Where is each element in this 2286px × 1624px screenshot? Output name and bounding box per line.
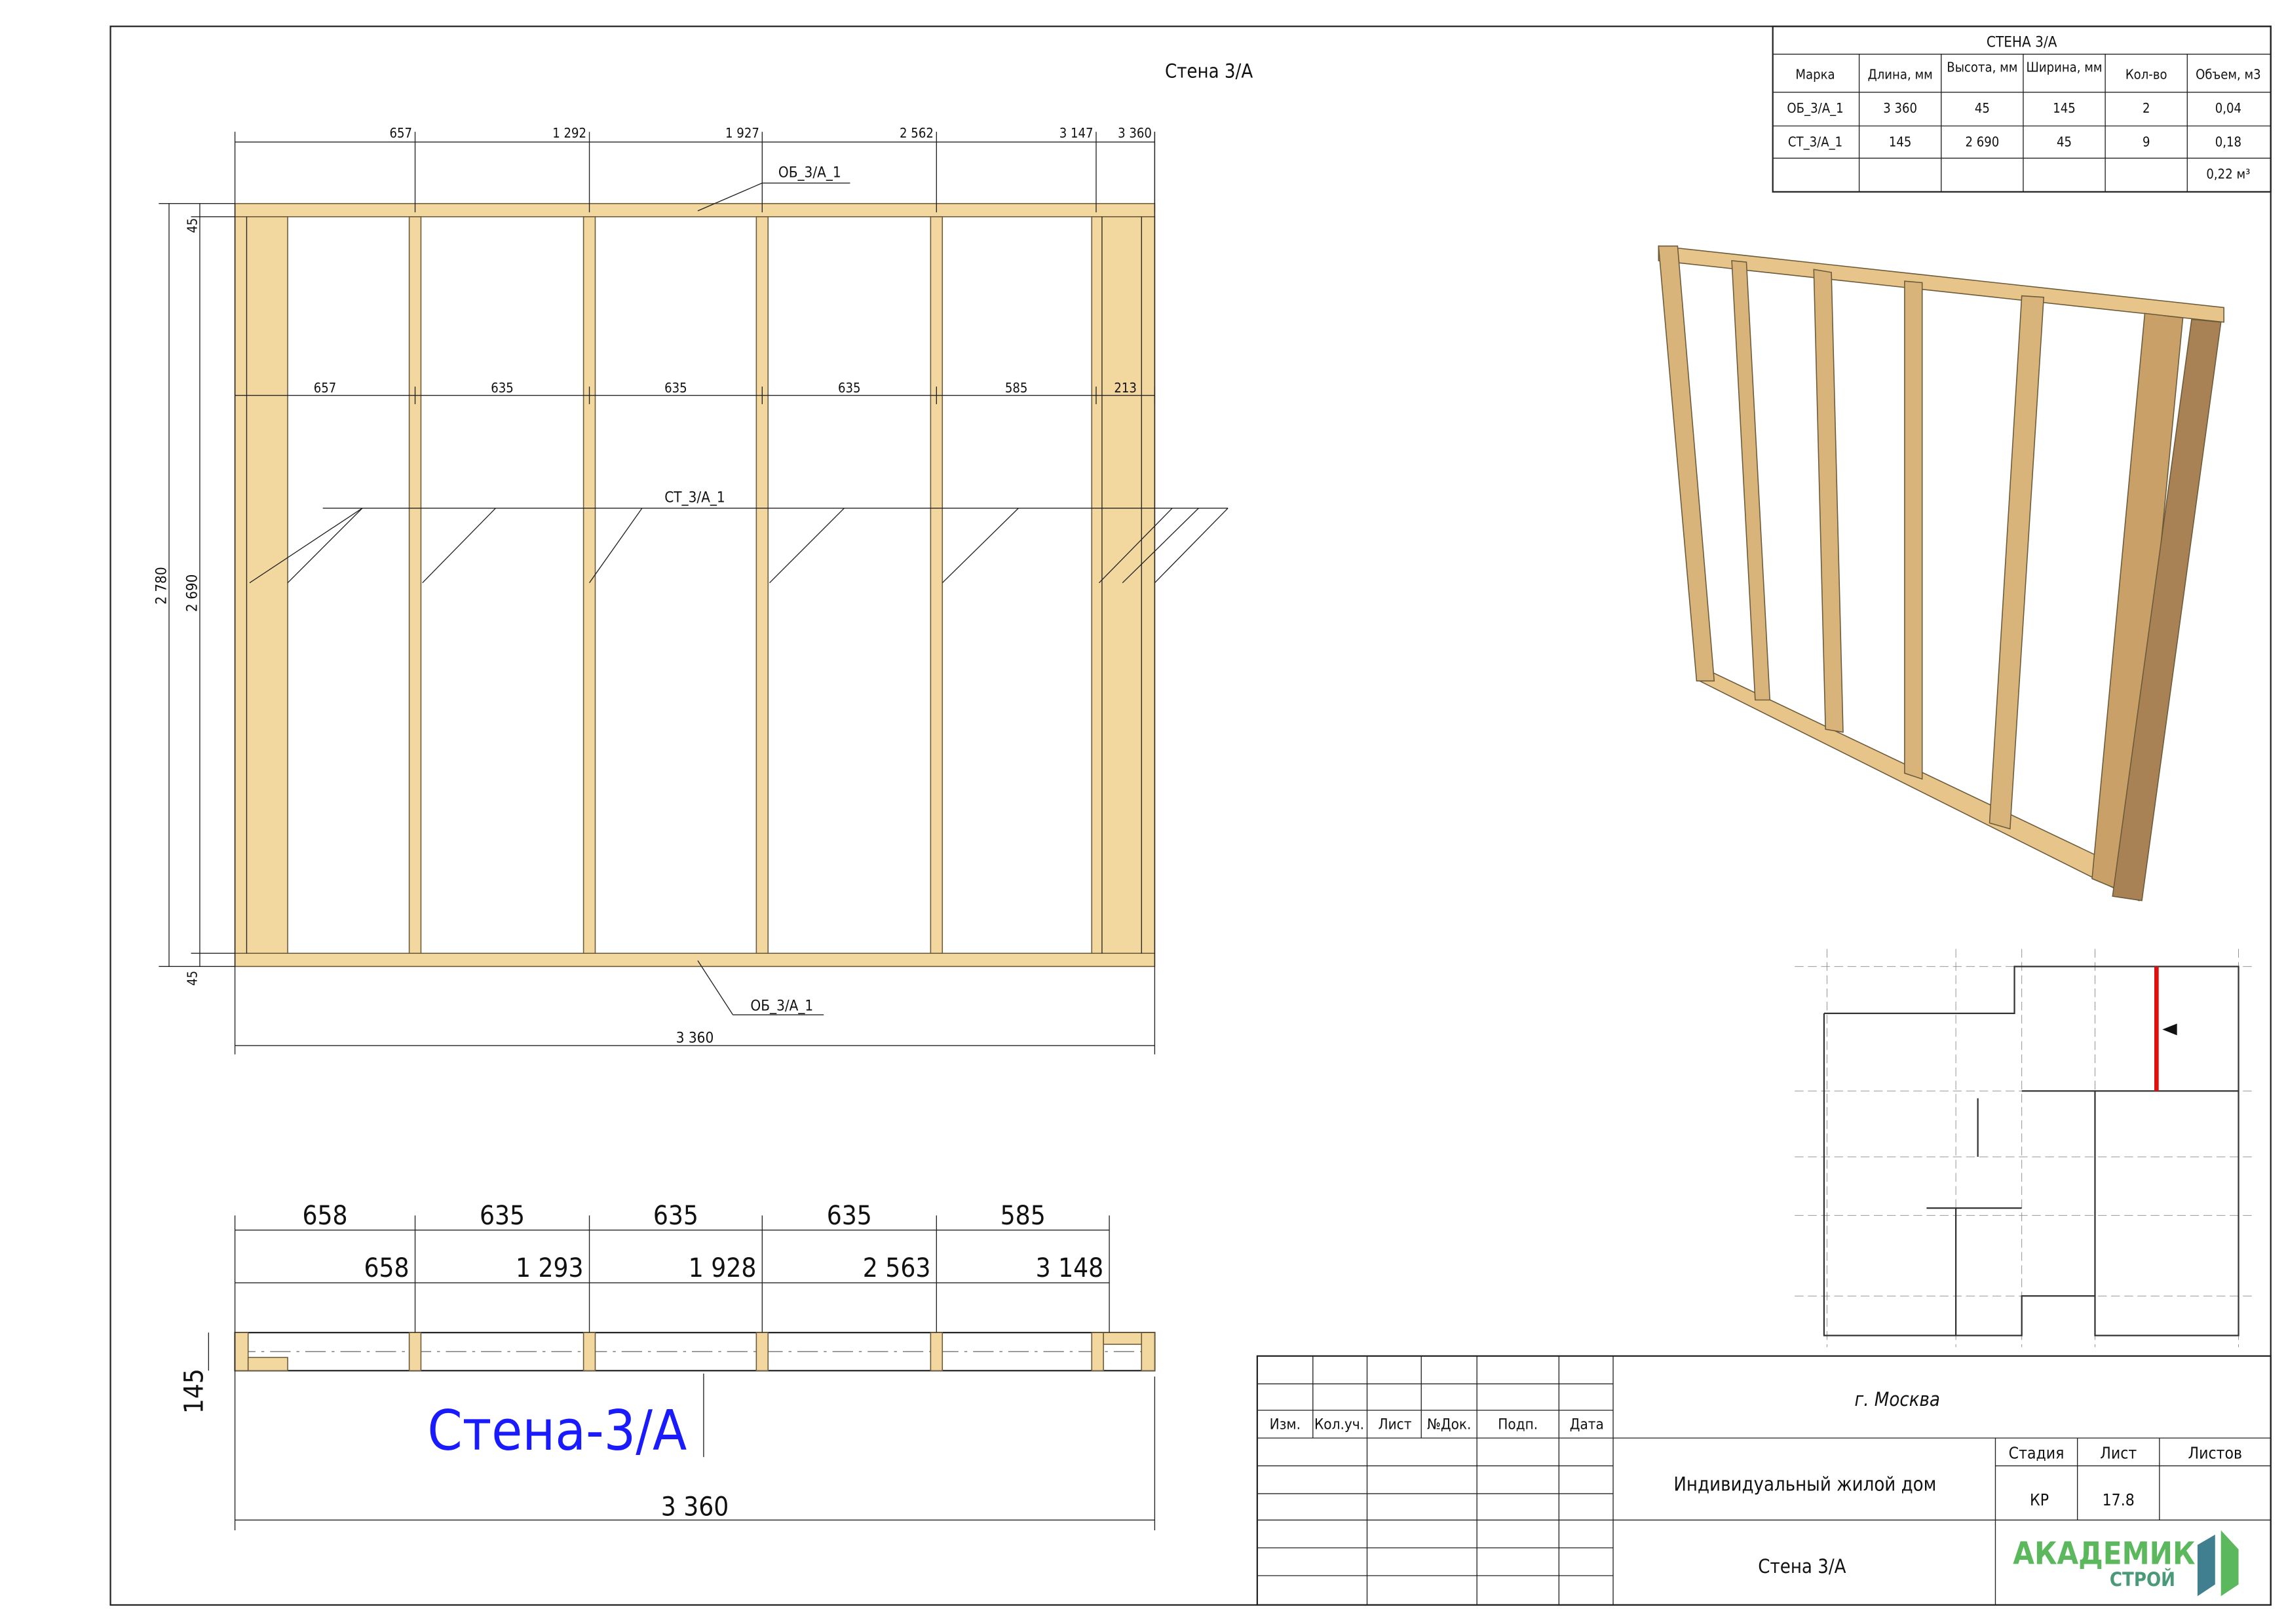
end-stud-right xyxy=(1091,216,1156,954)
dim-thickness: 145 xyxy=(179,1369,209,1414)
title-block-header: Изм. xyxy=(1270,1416,1301,1433)
spec-header: Ширина, мм xyxy=(2027,60,2103,75)
dim-section-cumulative: 1 293 xyxy=(516,1253,584,1283)
spec-header: Марка xyxy=(1795,67,1835,83)
dim-section-spacing: 635 xyxy=(827,1201,872,1231)
key-plan xyxy=(1795,949,2257,1348)
dim-section-cumulative: 658 xyxy=(364,1253,410,1283)
wall-section: 145 3 360 Стена-3/А xyxy=(179,1215,1156,1530)
label-studs: СТ_3/А_1 xyxy=(664,489,725,506)
wall-elevation: 2 780 2 690 45 45 3 360 ОБ_3/А_1 ОБ_3/А_… xyxy=(153,132,1229,1055)
company-logo: АКАДЕМИК СТРОЙ xyxy=(2013,1530,2239,1596)
spec-cell: 2 xyxy=(2143,100,2150,116)
dim-spacing: 635 xyxy=(838,380,861,396)
stud xyxy=(930,216,943,954)
dim-section-cumulative: 2 563 xyxy=(863,1253,931,1283)
spec-cell: 0,22 м³ xyxy=(2206,166,2250,182)
spec-cell: 45 xyxy=(1975,100,1990,116)
sheet-value: 17.8 xyxy=(2103,1490,2135,1509)
dim-plate-top: 45 xyxy=(184,218,200,233)
stud xyxy=(408,216,422,954)
stage-label: Стадия xyxy=(2009,1443,2065,1462)
sheet-frame xyxy=(109,26,2272,1606)
title-block-header: №Док. xyxy=(1427,1416,1471,1433)
section-cut-label: Стена-3/А xyxy=(427,1399,687,1463)
label-plate-bottom: ОБ_3/А_1 xyxy=(750,997,813,1014)
spec-cell: СТ_3/А_1 xyxy=(1788,134,1842,150)
dim-cumulative: 2 562 xyxy=(900,125,934,141)
stage-value: КР xyxy=(2030,1490,2049,1509)
dim-overall-height: 2 780 xyxy=(153,567,170,605)
dim-cumulative: 3 360 xyxy=(1118,125,1152,141)
dim-section-spacing: 635 xyxy=(653,1201,698,1231)
wall-3d-view xyxy=(1658,245,2224,902)
svg-text:СТРОЙ: СТРОЙ xyxy=(2110,1568,2175,1591)
dim-section-spacing: 585 xyxy=(1000,1201,1046,1231)
spec-table-title: СТЕНА 3/А xyxy=(1987,34,2057,51)
dim-spacing: 213 xyxy=(1114,380,1137,396)
spec-cell: 145 xyxy=(2053,100,2076,116)
sheet-label: Лист xyxy=(2100,1443,2137,1462)
dim-section-spacing: 635 xyxy=(480,1201,525,1231)
bottom-plate xyxy=(234,953,1156,968)
spec-cell: 0,04 xyxy=(2215,100,2241,116)
spec-header: Высота, мм xyxy=(1947,60,2017,75)
dim-spacing: 635 xyxy=(664,380,687,396)
dim-cumulative: 657 xyxy=(390,125,413,141)
dim-cumulative: 1 292 xyxy=(552,125,586,141)
spec-cell: 45 xyxy=(2057,134,2072,150)
sheets-label: Листов xyxy=(2188,1443,2242,1462)
title-block-header: Дата xyxy=(1570,1416,1604,1433)
dim-spacing: 635 xyxy=(491,380,514,396)
end-stud-left xyxy=(234,216,288,954)
project-name: Индивидуальный жилой дом xyxy=(1673,1473,1936,1496)
spec-header: Кол-во xyxy=(2125,67,2167,83)
top-plate xyxy=(234,202,1156,217)
dim-section-cumulative: 3 148 xyxy=(1036,1253,1104,1283)
label-plate-top: ОБ_3/А_1 xyxy=(778,164,841,181)
title-block-header: Кол.уч. xyxy=(1314,1416,1364,1433)
dim-stud-height: 2 690 xyxy=(183,575,200,613)
title-block-header: Подп. xyxy=(1498,1416,1538,1433)
spec-cell: 3 360 xyxy=(1883,100,1917,116)
spec-header: Объем, м3 xyxy=(2196,67,2261,83)
spec-cell: 9 xyxy=(2143,134,2150,150)
dim-section-spacing: 658 xyxy=(303,1201,348,1231)
title-block-header: Лист xyxy=(1379,1416,1412,1433)
dim-overall-length: 3 360 xyxy=(676,1030,714,1047)
dim-plate-bottom: 45 xyxy=(184,971,200,986)
dim-section-length: 3 360 xyxy=(661,1492,729,1522)
spec-cell: ОБ_3/А_1 xyxy=(1787,100,1843,116)
sheet-name: Стена 3/А xyxy=(1758,1555,1846,1577)
stud xyxy=(755,216,769,954)
dim-cumulative: 1 927 xyxy=(725,125,759,141)
dim-spacing: 585 xyxy=(1005,380,1028,396)
spec-cell: 145 xyxy=(1889,134,1912,150)
city: г. Москва xyxy=(1854,1388,1939,1410)
sheet-title: Стена 3/А xyxy=(1165,60,1253,82)
spec-cell: 0,18 xyxy=(2215,134,2241,150)
spec-table: СТЕНА 3/А Марка Длина, мм Высота, мм Ширина… xyxy=(1772,26,2272,193)
dim-cumulative: 3 147 xyxy=(1059,125,1094,141)
spec-header: Длина, мм xyxy=(1868,67,1933,83)
dim-spacing: 657 xyxy=(314,380,337,396)
dim-section-cumulative: 1 928 xyxy=(689,1253,757,1283)
spec-cell: 2 690 xyxy=(1965,134,1999,150)
stud xyxy=(582,216,596,954)
svg-text:АКАДЕМИК: АКАДЕМИК xyxy=(2013,1536,2195,1572)
